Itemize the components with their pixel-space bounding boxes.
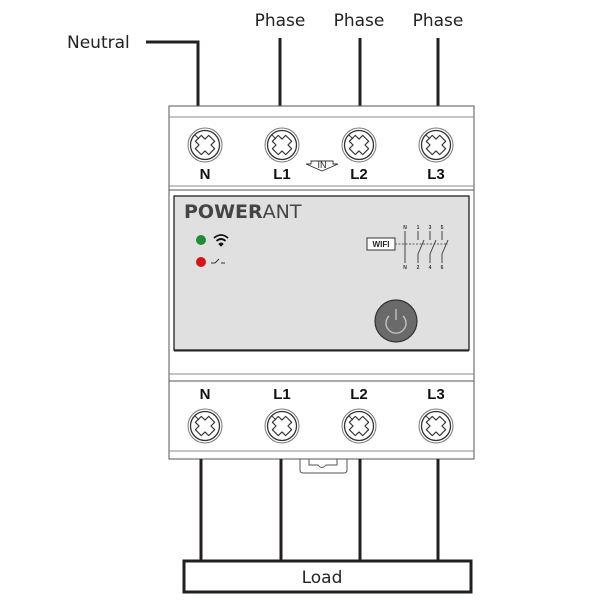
phase-label-l2: Phase	[334, 11, 385, 31]
output-wires	[199, 459, 440, 561]
switch-status-led	[196, 257, 206, 267]
switch-contact-icon	[211, 258, 225, 264]
screw-top-l3[interactable]	[418, 127, 454, 163]
bottom-terminal-label-l1: L1	[273, 386, 291, 403]
screw-top-l2[interactable]	[341, 127, 377, 163]
pin-bottom-2: 2	[417, 265, 420, 271]
screw-bottom-l3[interactable]	[418, 408, 454, 444]
screw-bottom-l2[interactable]	[341, 408, 377, 444]
pin-bottom-4: 4	[429, 265, 432, 271]
front-panel	[173, 195, 470, 351]
power-button[interactable]	[374, 299, 418, 343]
wifi-box-label: WIFI	[373, 240, 390, 249]
top-terminal-label-l1: L1	[273, 166, 291, 183]
pin-bottom-6: 6	[441, 265, 444, 271]
bottom-terminal-label-l2: L2	[350, 386, 368, 403]
screw-top-n[interactable]	[187, 127, 223, 163]
phase-label-l3: Phase	[413, 11, 464, 31]
pin-top-n: N	[403, 225, 407, 231]
neutral-label: Neutral	[67, 33, 130, 53]
screw-bottom-n[interactable]	[187, 408, 223, 444]
input-wires	[146, 38, 440, 106]
din-clip	[299, 459, 348, 474]
pin-top-3: 3	[429, 225, 432, 231]
top-terminal-label-l3: L3	[427, 166, 445, 183]
in-label: IN	[318, 160, 327, 170]
brand-light: ANT	[263, 201, 302, 223]
phase-label-l1: Phase	[255, 11, 306, 31]
breaker-device	[168, 105, 475, 474]
in-arrow-icon: IN	[305, 160, 339, 172]
load-box	[182, 559, 473, 594]
pin-bottom-n: N	[403, 265, 407, 271]
top-terminal-label-n: N	[200, 166, 211, 183]
pin-top-1: 1	[417, 225, 420, 231]
neutral-wire	[146, 40, 200, 106]
load-label: Load	[302, 568, 343, 588]
wifi-icon	[213, 234, 229, 247]
top-terminal-label-l2: L2	[350, 166, 368, 183]
bottom-terminal-label-n: N	[200, 386, 211, 403]
wifi-status-led	[196, 235, 206, 245]
pin-top-5: 5	[441, 225, 444, 231]
screw-top-l1[interactable]	[264, 127, 300, 163]
screw-bottom-l1[interactable]	[264, 408, 300, 444]
circuit-schematic: WIFI N 1 3 5 N 2 4 6	[366, 225, 449, 271]
brand-logo: POWERANT	[184, 201, 302, 223]
bottom-terminal-label-l3: L3	[427, 386, 445, 403]
power-icon	[385, 309, 407, 334]
brand-bold: POWER	[184, 201, 263, 223]
